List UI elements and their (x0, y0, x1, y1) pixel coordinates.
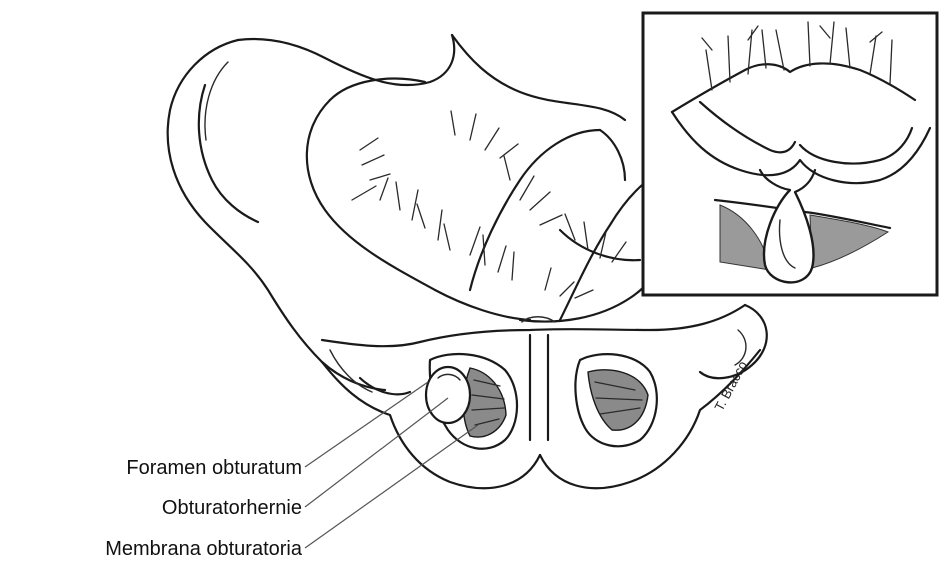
artist-signature: T. Bracco (711, 359, 750, 414)
left-iliac-wing (168, 35, 455, 390)
label-foramen-obturatum: Foramen obturatum (126, 457, 302, 479)
left-obturator-foramen (426, 354, 517, 449)
label-membrana-obturatoria: Membrana obturatoria (105, 538, 303, 560)
right-obturator-foramen (575, 354, 656, 446)
bowel-loops (307, 35, 667, 322)
lower-pelvis (322, 305, 767, 488)
inset-detail (643, 13, 937, 295)
label-obturatorhernie: Obturatorhernie (162, 497, 302, 519)
leader-foramen (305, 382, 428, 467)
hernia-sac (426, 367, 470, 423)
